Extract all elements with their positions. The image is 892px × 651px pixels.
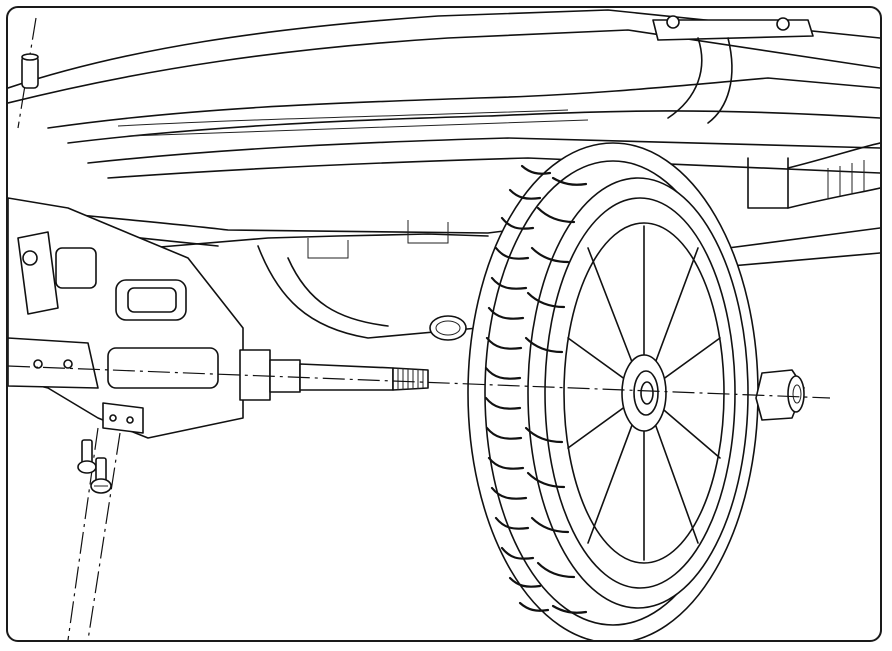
axle-bolt-head — [239, 349, 271, 401]
axle-bolt — [239, 349, 429, 401]
axle-shank — [299, 363, 394, 391]
lock-nut — [755, 369, 805, 421]
rim-inner — [563, 222, 725, 564]
tire-tread — [484, 164, 588, 614]
assembly-axis-line — [8, 365, 831, 399]
mount-hole-left — [666, 15, 680, 29]
mounting-bracket — [8, 197, 244, 439]
bracket-slot-lower — [107, 347, 219, 389]
chassis-frame — [8, 9, 880, 339]
top-mount-plate — [652, 15, 814, 124]
axle-thread — [392, 367, 429, 391]
illustration-frame — [6, 6, 882, 642]
rear-wheel — [467, 142, 759, 640]
hub-bore — [640, 381, 654, 405]
screw-right — [90, 457, 112, 494]
bracket-screws — [67, 427, 121, 640]
mount-hole-right — [776, 17, 790, 31]
spacer-pin — [17, 17, 39, 129]
assembly-drawing — [8, 9, 880, 640]
screw-left — [77, 439, 97, 474]
drive-gear — [429, 315, 467, 341]
